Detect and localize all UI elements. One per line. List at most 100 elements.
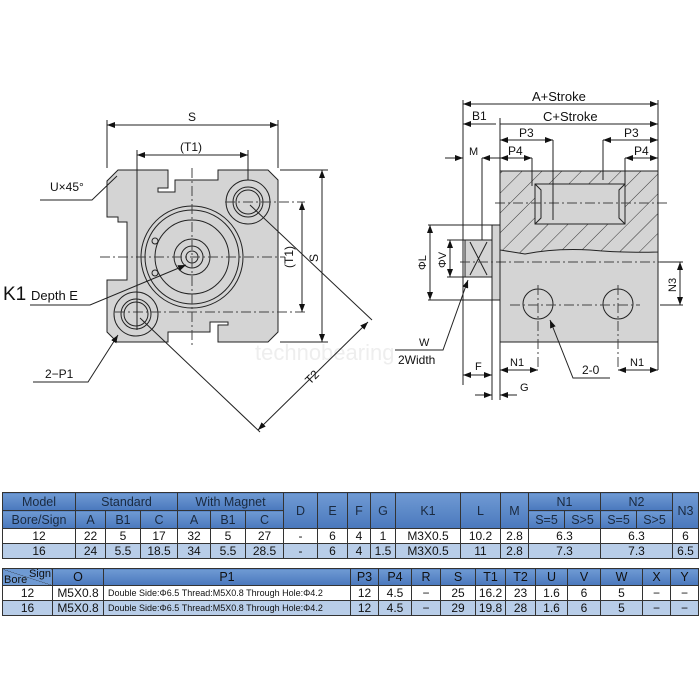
dim-N1-left: N1: [510, 357, 524, 369]
dim-P3-left: P3: [519, 126, 534, 140]
cell: -: [283, 528, 318, 544]
cell: M3X0.5: [395, 543, 461, 559]
header-y: Y: [670, 568, 699, 586]
dim-N1-right: N1: [630, 357, 644, 369]
cell: 11: [460, 543, 501, 559]
front-view: [30, 120, 373, 433]
dim-T1-vertical: (T1): [282, 246, 296, 268]
dim-A-stroke: A+Stroke: [532, 89, 586, 104]
cell-N3: 6.5: [672, 543, 699, 559]
header-model: Model: [2, 492, 76, 511]
cell: 23: [505, 585, 536, 601]
cell: Double Side:Φ6.5 Thread:M5X0.8 Through H…: [103, 585, 351, 601]
cell-N1: 6.3: [528, 528, 601, 544]
cell: 1.5: [370, 543, 396, 559]
cell: 6: [317, 528, 348, 544]
dim-P4-right: P4: [634, 144, 649, 158]
header-o: O: [52, 568, 104, 586]
header-x: X: [642, 568, 671, 586]
cell: -: [283, 543, 318, 559]
header-N2-Sgt5: S>5: [636, 510, 673, 529]
header-sign: Sign: [28, 568, 51, 581]
header-N1-Sgt5: S>5: [564, 510, 601, 529]
cell: 2.8: [500, 528, 529, 544]
end-plate: [106, 169, 279, 343]
cell: 5: [600, 600, 643, 616]
header-N1-S5: S=5: [528, 510, 565, 529]
watermark: technobearing: [255, 340, 394, 365]
technical-drawing: technobearing S (T1) (T1) S T2 U×45° K1 …: [3, 89, 683, 433]
header-N2: N2: [600, 492, 673, 511]
dim-C-stroke: C+Stroke: [543, 109, 598, 124]
cell: 16.2: [475, 585, 506, 601]
cell: 32: [177, 528, 211, 544]
dim-B1: B1: [472, 109, 487, 123]
cell: 28: [505, 600, 536, 616]
cell: Double Side:Φ6.5 Thread:M5X0.8 Through H…: [103, 600, 351, 616]
dim-M: M: [469, 146, 478, 158]
dim-L: ΦL: [417, 255, 429, 270]
cell: 5: [600, 585, 643, 601]
cell: 25: [440, 585, 476, 601]
label-2width: 2Width: [398, 353, 435, 367]
dim-G: G: [520, 382, 529, 394]
side-view: [395, 100, 683, 400]
dim-V: ΦV: [437, 251, 449, 268]
cell: 6: [567, 600, 601, 616]
header-N3: N3: [672, 492, 699, 529]
cell: M5X0.8: [52, 600, 104, 616]
cell: 6: [317, 543, 348, 559]
header-bore-sign: Bore/Sign: [2, 510, 76, 529]
cell: −: [411, 600, 441, 616]
cell-N3: 6: [672, 528, 699, 544]
cell: 19.8: [475, 600, 506, 616]
cell-bore: 12: [2, 528, 76, 544]
dim-P4-left: P4: [508, 144, 523, 158]
header-L: L: [460, 492, 501, 529]
cell: M5X0.8: [52, 585, 104, 601]
header-t1: T1: [475, 568, 506, 586]
cell: −: [411, 585, 441, 601]
cell: 6: [567, 585, 601, 601]
cell: 5: [105, 528, 141, 544]
cell: 29: [440, 600, 476, 616]
cell-bore: 12: [2, 585, 53, 601]
label-K1: K1: [3, 284, 26, 305]
header-w: W: [600, 568, 643, 586]
header-s: S: [440, 568, 476, 586]
cell: 27: [245, 528, 284, 544]
spec-table-1: Model Standard With Magnet D E F G K1 L …: [2, 492, 699, 559]
header-G: G: [370, 492, 396, 529]
header-p1: P1: [103, 568, 351, 586]
label-U: U×45°: [50, 180, 84, 194]
header-bore: Bore: [4, 574, 28, 586]
cell: 10.2: [460, 528, 501, 544]
header-N1: N1: [528, 492, 601, 511]
header-F: F: [347, 492, 371, 529]
cell-N1: 7.3: [528, 543, 601, 559]
cell-N2: 7.3: [600, 543, 673, 559]
cell: 12: [350, 600, 379, 616]
header-standard: Standard: [75, 492, 178, 511]
header-mag-B1: B1: [210, 510, 246, 529]
cell-N2: 6.3: [600, 528, 673, 544]
cell: 5: [210, 528, 246, 544]
cell: 12: [350, 585, 379, 601]
label-P1: 2−P1: [45, 367, 74, 381]
header-K1: K1: [395, 492, 461, 529]
label-depth-E: Depth E: [31, 288, 78, 303]
header-E: E: [317, 492, 348, 529]
label-W: W: [419, 337, 430, 349]
header-std-C: C: [140, 510, 178, 529]
cell: 1.6: [535, 585, 568, 601]
dim-S: S: [188, 110, 196, 124]
cell: 18.5: [140, 543, 178, 559]
cell: 24: [75, 543, 106, 559]
cell: −: [642, 600, 671, 616]
cell: 5.5: [210, 543, 246, 559]
header-std-A: A: [75, 510, 106, 529]
